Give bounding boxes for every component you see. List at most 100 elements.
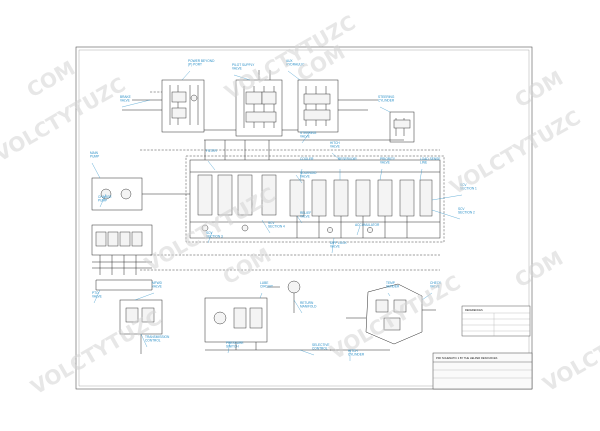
callout-text-line2: SENDER	[386, 285, 400, 289]
callout-text-line1: SCV	[206, 231, 213, 235]
callout-text-line2: HYDRAULIC	[286, 63, 305, 67]
callout-c20: ACCUMULATOR	[355, 223, 380, 236]
lower-dashed-lines	[140, 254, 440, 271]
callout-c11: COOLER	[299, 157, 314, 181]
callout-text-line1: TRANSMISSION	[145, 335, 170, 339]
callout-text-line1: PTO	[92, 291, 99, 295]
callout-leader-line	[261, 219, 271, 234]
callout-leader-line	[387, 292, 391, 297]
reference-table-title: REFERENCES	[465, 308, 483, 312]
callout-leader-line	[296, 215, 303, 224]
callout-leader-line	[99, 193, 107, 208]
callout-text-line2: CYLINDER	[378, 99, 395, 103]
callout-leader-line	[93, 289, 101, 304]
callout-text-line2: VALVE	[380, 161, 390, 165]
callout-text-line1: AUX	[286, 59, 293, 63]
callout-leader-line	[207, 231, 213, 244]
callout-text-line2: VALVE	[92, 295, 102, 299]
callout-text-line2: VALVE	[430, 285, 440, 289]
sheet-frame	[75, 46, 533, 390]
callout-text-line2: PUMP	[90, 155, 99, 159]
callout-text-line2: VALVE	[152, 285, 162, 289]
callout-text-line2: CONTROL	[312, 347, 328, 351]
callout-text-line2: CYLINDER	[348, 353, 365, 357]
callout-text-line1: LUBE	[260, 281, 268, 285]
top-dashed-pilot-lines	[140, 91, 440, 151]
callout-c10: FILTER	[206, 149, 217, 171]
callout-text-line1: LOAD SENSE	[420, 157, 440, 161]
lower-right-hexagon-group	[330, 283, 436, 351]
callout-text-line2: SECTION 4	[268, 225, 285, 229]
watermark-com-right: COM	[511, 66, 568, 113]
callout-text-line1: RELIEF	[300, 211, 311, 215]
callout-text-line2: MANIFOLD	[300, 305, 317, 309]
callout-text-line1: STEERING	[378, 95, 395, 99]
callout-leader-line	[301, 131, 311, 144]
callout-text-line1: ACCUMULATOR	[355, 223, 380, 227]
callout-text-line1: SCV	[268, 221, 275, 225]
callout-text-line2: SECTION 1	[460, 187, 477, 191]
watermark-topleft: VOLCTYTUZC	[0, 72, 130, 166]
callout-leader-line	[134, 292, 155, 301]
callout-text-line1: MAIN	[90, 151, 99, 155]
callout-text-line2: VALVE	[120, 99, 130, 103]
callout-text-line1: HITCH	[330, 141, 340, 145]
callout-text-line1: MFWD	[152, 281, 163, 285]
callout-text-line2: LINE	[420, 161, 427, 165]
callout-text-line1: PRIORITY	[380, 157, 396, 161]
callout-leader-line	[91, 162, 101, 179]
callout-leader-line	[293, 299, 303, 314]
callout-text-line1: TEMP	[386, 281, 395, 285]
callout-leader-line	[431, 194, 463, 201]
callout-leader-line	[421, 292, 433, 301]
lower-center-group	[204, 280, 335, 351]
reference-table	[461, 305, 531, 337]
callout-leader-line	[295, 174, 303, 184]
callout-text-line1: PRESSURE	[226, 341, 244, 345]
callout-text-line1: HITCH	[348, 349, 358, 353]
callout-leader-line	[233, 74, 251, 81]
callout-text-line1: SCV	[458, 207, 465, 211]
top-right-valve-block	[297, 79, 378, 133]
callout-text-line2: CONTROL	[145, 339, 161, 343]
callout-text-line1: STEERING	[300, 131, 317, 135]
lower-left-group	[119, 299, 163, 354]
top-far-right-block	[389, 111, 415, 143]
watermark-com-bottomright: COM	[511, 246, 568, 293]
main-valve-stack	[185, 140, 445, 243]
callout-leader-line	[227, 341, 231, 354]
callout-leader-line	[299, 349, 315, 356]
watermark-bottom-right: VOLCTYTUZC	[539, 302, 600, 396]
callout-leader-line	[356, 225, 361, 236]
callout-leader-line	[379, 168, 383, 181]
callout-leader-line	[140, 333, 148, 348]
sheet-inner-frame	[78, 49, 530, 387]
callout-text-line2: VALVE	[330, 145, 340, 149]
callout-leader-line	[181, 70, 191, 81]
callout-leader-line	[331, 152, 341, 161]
watermark-bottom-left: VOLCTYTUZC	[27, 305, 166, 399]
callout-leader-line	[331, 237, 335, 254]
callout-leader-line	[419, 168, 423, 181]
callout-leader-line	[287, 70, 301, 81]
callout-text-line1: SOLENOID	[300, 171, 317, 175]
callout-text-line1: DIFF LOCK	[330, 241, 348, 245]
callout-text-line1: BRAKE	[120, 95, 131, 99]
callout-text-line2: VALVE	[232, 67, 242, 71]
